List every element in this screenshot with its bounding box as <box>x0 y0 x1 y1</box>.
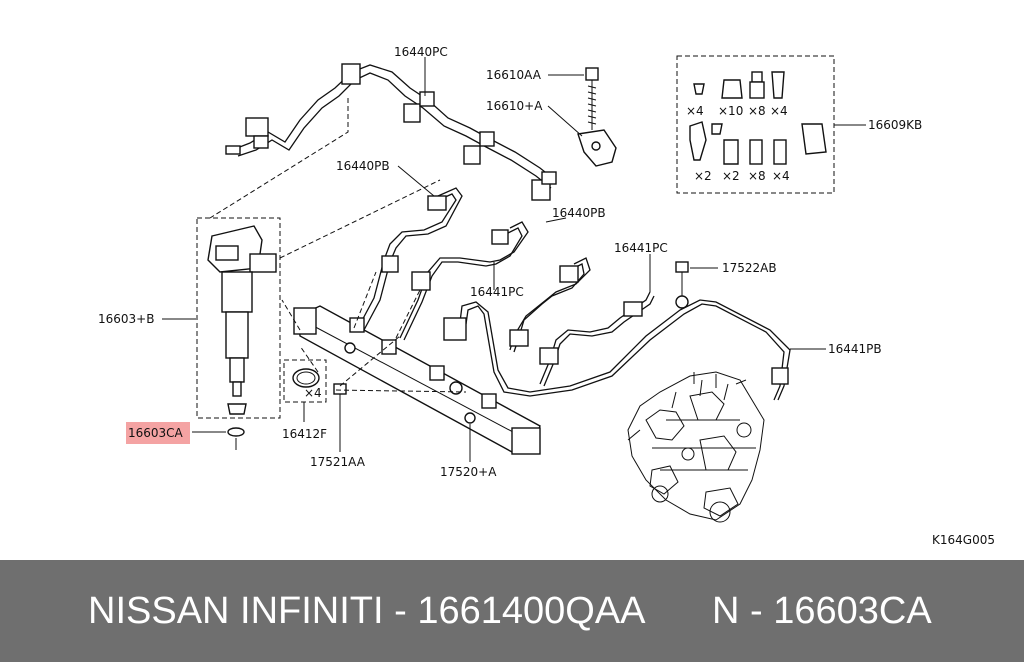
label-16603b: 16603+B <box>98 312 154 326</box>
label-17521aa: 17521AA <box>310 455 366 469</box>
label-16440pb-1: 16440PB <box>336 159 390 173</box>
bolt-17522ab <box>675 261 689 296</box>
label-16412f: 16412F <box>282 427 327 441</box>
bracket-16610a <box>577 129 617 167</box>
qty-7: ×8 <box>748 169 766 183</box>
kit-16609kb <box>676 55 866 194</box>
highlight-16603ca <box>126 422 190 444</box>
bolt-17521aa <box>333 383 347 414</box>
qty-oring: ×4 <box>304 386 322 400</box>
bolt-16610aa <box>585 67 599 130</box>
qty-6: ×2 <box>722 169 740 183</box>
fuel-rail-17520a <box>293 305 541 455</box>
qty-3: ×8 <box>748 104 766 118</box>
tube-16441pc-2 <box>539 291 655 387</box>
qty-4: ×4 <box>770 104 788 118</box>
tube-16441pb <box>443 295 791 401</box>
label-16440pb-2: 16440PB <box>552 206 606 220</box>
qty-2: ×10 <box>718 104 743 118</box>
qty-1: ×4 <box>686 104 704 118</box>
qty-5: ×2 <box>694 169 712 183</box>
label-16610aa: 16610AA <box>486 68 542 82</box>
tube-16440pb-2 <box>399 221 529 341</box>
label-17520a: 17520+A <box>440 465 497 479</box>
label-16610a: 16610+A <box>486 99 543 113</box>
label-16440pc: 16440PC <box>394 45 448 59</box>
footer-bar: NISSAN INFINITI - 1661400QAA N - 16603CA <box>0 560 1024 662</box>
label-17522ab: 17522AB <box>722 261 777 275</box>
label-16609kb: 16609KB <box>868 118 922 132</box>
label-16441pc-1: 16441PC <box>470 285 524 299</box>
tube-16441pc-1 <box>509 257 591 353</box>
footer-part-number: NISSAN INFINITI - 1661400QAA <box>88 590 646 632</box>
washer-16603ca <box>227 427 245 450</box>
harness-16440pc <box>225 63 557 201</box>
qty-8: ×4 <box>772 169 790 183</box>
label-16441pc-2: 16441PC <box>614 241 668 255</box>
parts-diagram: 16440PC 16610AA 16610+A ×4 ×10 ×8 ×4 ×2 … <box>98 45 995 547</box>
diagram-code: K164G005 <box>932 533 995 547</box>
injector-16603b <box>207 225 277 415</box>
tube-16440pb-1 <box>357 187 463 331</box>
oring-box <box>283 359 327 403</box>
label-16603ca: 16603CA <box>128 426 184 440</box>
engine-sketch <box>627 371 765 523</box>
footer-nissan-code: N - 16603CA <box>712 590 932 632</box>
label-16441pb: 16441PB <box>828 342 882 356</box>
injector-group-box <box>196 217 281 419</box>
